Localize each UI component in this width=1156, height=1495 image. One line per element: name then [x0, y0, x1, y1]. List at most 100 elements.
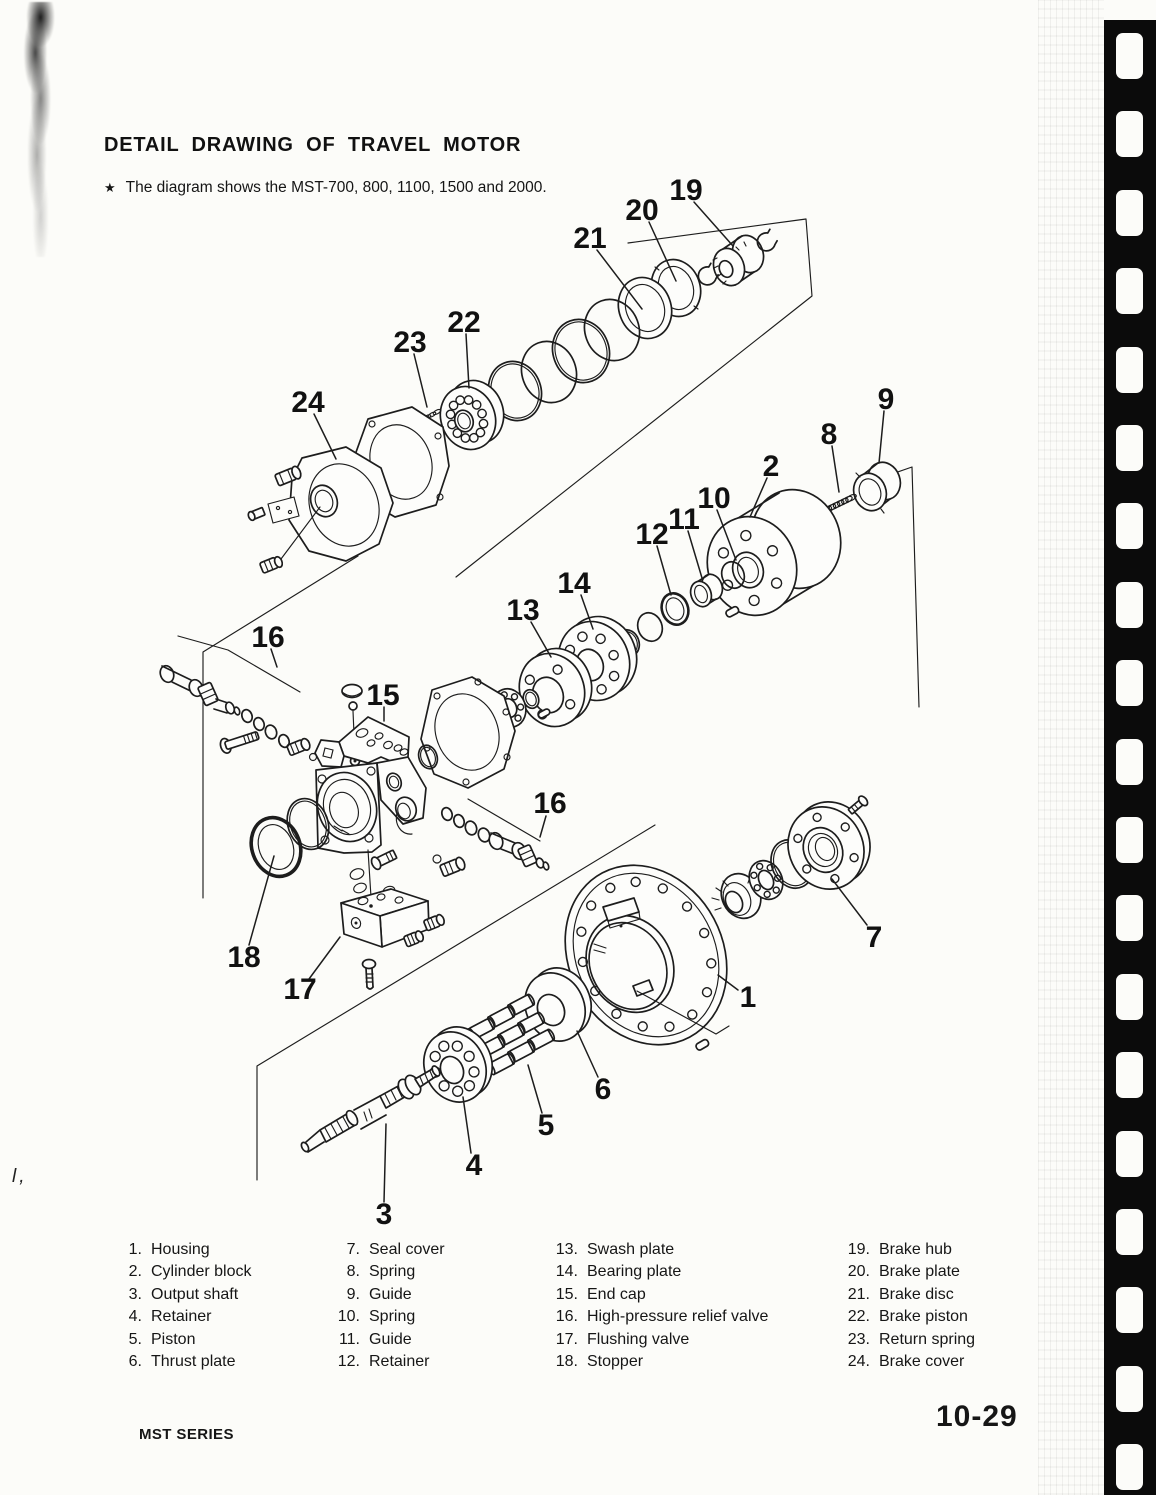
callout-label-18: 18 — [227, 941, 260, 974]
callout-label-1: 1 — [740, 981, 757, 1014]
film-sprocket-hole — [1116, 660, 1143, 707]
construction-lines — [202, 218, 920, 1181]
part-item: 18.Stopper — [548, 1351, 768, 1373]
film-sprocket-hole — [1116, 973, 1143, 1020]
film-sprocket-hole — [1116, 817, 1143, 863]
part-number: 5. — [128, 1330, 142, 1348]
part-guide-9 — [852, 461, 902, 514]
callout-label-23: 23 — [393, 326, 426, 359]
part-name: High-pressure relief valve — [587, 1308, 769, 1326]
part-brake-disc — [583, 298, 641, 362]
callout-leader-6 — [576, 1030, 599, 1078]
callout-label-2: 2 — [763, 450, 780, 483]
part-item: 14. Bearing plate — [548, 1261, 768, 1283]
part-name: Spring — [369, 1308, 416, 1326]
part-item: 10.Spring — [330, 1306, 445, 1328]
part-item: 3.Output shaft — [112, 1284, 251, 1306]
part-brake-disc — [617, 276, 673, 340]
part-number: 22. — [847, 1308, 870, 1326]
scan-stray-mark: l, — [12, 1166, 28, 1187]
part-name: Retainer — [151, 1308, 212, 1326]
part-item: 7.Seal cover — [330, 1239, 445, 1261]
film-sprocket-hole — [1116, 111, 1143, 158]
film-sprocket-hole — [1116, 895, 1143, 942]
part-item: 21. Brake disc — [840, 1284, 975, 1306]
film-sprocket-hole — [1116, 581, 1143, 628]
part-seal-cover — [787, 795, 871, 891]
callout-label-15: 15 — [366, 679, 399, 712]
part-item: 5. Piston — [112, 1329, 251, 1351]
part-item: 24.Brake cover — [840, 1351, 975, 1373]
part-number: 3. — [128, 1285, 142, 1303]
callout-leader-10 — [716, 509, 737, 561]
callout-leader-9 — [878, 410, 885, 464]
part-number: 13. — [555, 1241, 578, 1258]
part-retainer-12 — [660, 592, 690, 626]
callout-layer: 1920212223242891011121314151616171817654… — [227, 174, 894, 1231]
part-item: 15. End cap — [548, 1284, 768, 1306]
part-name: Brake plate — [879, 1263, 960, 1281]
callout-label-5: 5 — [538, 1109, 555, 1142]
part-item: 23.Return spring — [840, 1329, 975, 1351]
callout-label-12: 12 — [635, 518, 668, 551]
part-name: Brake disc — [879, 1285, 954, 1303]
film-sprocket-hole — [1116, 33, 1143, 79]
part-number: 16. — [555, 1308, 578, 1326]
film-sprocket-hole — [1116, 1365, 1143, 1412]
part-name: Stopper — [587, 1353, 644, 1371]
callout-leader-14 — [580, 594, 594, 630]
callout-label-8: 8 — [821, 418, 838, 451]
part-number: 17. — [555, 1330, 578, 1348]
part-ball-bearing — [748, 859, 784, 901]
callout-leader-24 — [313, 413, 337, 460]
part-name: Bearing plate — [587, 1263, 682, 1281]
part-brake-cover — [280, 446, 394, 562]
scan-noise — [1038, 0, 1104, 1495]
callout-label-14: 14 — [557, 567, 591, 600]
part-number: 14. — [555, 1263, 578, 1281]
part-number: 9. — [346, 1285, 360, 1303]
part-spring-10 — [720, 560, 746, 590]
page-title: DETAIL DRAWING OF TRAVEL MOTOR — [104, 134, 522, 156]
callout-label-21: 21 — [573, 222, 606, 255]
callout-leader-1 — [717, 974, 739, 991]
part-relief-valve-right — [440, 798, 550, 871]
part-item: 2.Cylinder block — [112, 1261, 252, 1283]
part-name: Swash plate — [587, 1241, 675, 1258]
callout-leader-16 — [270, 648, 278, 668]
part-stopper — [249, 797, 330, 879]
part-name: Seal cover — [369, 1241, 445, 1258]
callout-leader-7 — [831, 878, 868, 926]
callout-leader-12 — [656, 545, 672, 596]
part-name: Guide — [369, 1330, 412, 1348]
part-name: Piston — [151, 1330, 196, 1348]
part-retainer — [422, 1026, 494, 1103]
callout-leader-5 — [527, 1064, 543, 1114]
part-number: 15. — [555, 1285, 578, 1303]
callout-label-9: 9 — [878, 383, 895, 416]
part-housing — [564, 864, 730, 1051]
part-name: Retainer — [369, 1353, 430, 1371]
part-item: 16. High-pressure relief valve — [548, 1306, 769, 1328]
film-sprocket-hole — [1116, 1130, 1143, 1177]
part-name: End cap — [587, 1285, 646, 1303]
callout-label-11: 11 — [668, 503, 700, 536]
diagram-note: ★ The diagram shows the MST-700, 800, 11… — [104, 179, 547, 197]
part-flushing-valve — [340, 888, 445, 990]
callout-leader-11 — [687, 530, 703, 579]
star-icon: ★ — [104, 180, 116, 195]
callout-label-6: 6 — [595, 1073, 612, 1106]
part-number: 21. — [847, 1285, 870, 1303]
callout-label-16: 16 — [251, 621, 284, 654]
callout-leader-16 — [539, 815, 547, 838]
part-item: 20.Brake plate — [840, 1261, 975, 1283]
part-number: 19. — [847, 1241, 870, 1258]
callout-label-3: 3 — [376, 1198, 393, 1231]
callout-leader-21 — [596, 249, 643, 310]
callout-leader-20 — [648, 221, 677, 282]
part-item: 13. Swash plate — [548, 1239, 768, 1261]
film-sprocket-hole — [1116, 738, 1143, 785]
film-sprocket-hole — [1116, 425, 1143, 471]
